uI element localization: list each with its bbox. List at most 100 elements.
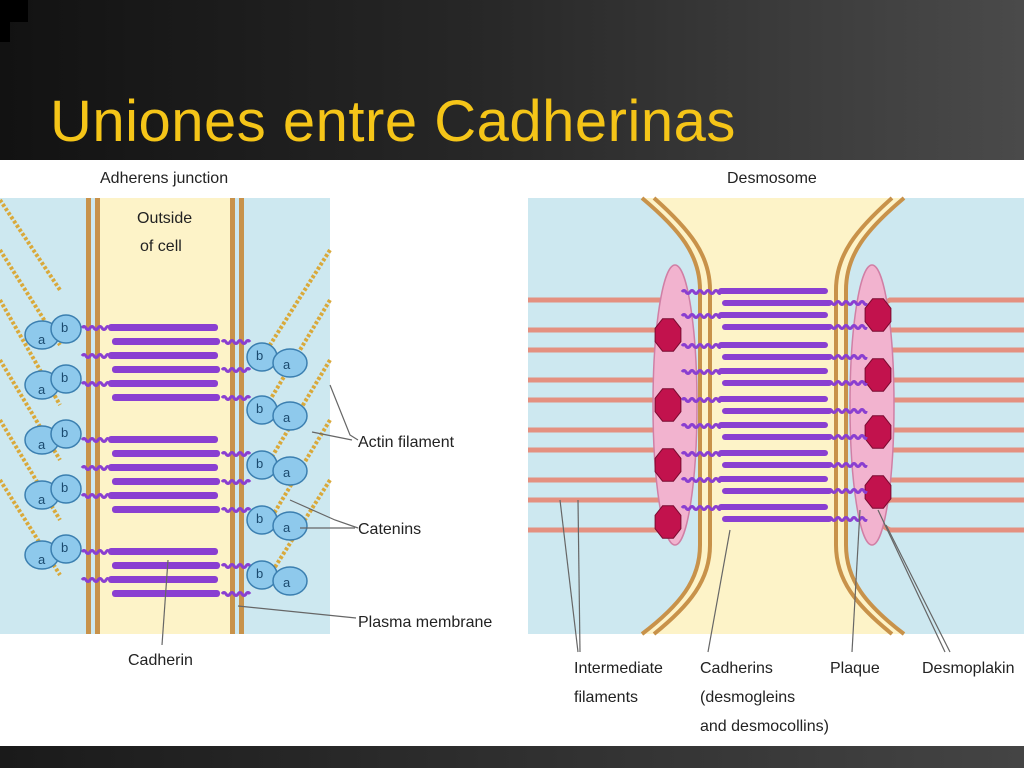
- desmosomal-cadherin-anchor: [826, 380, 868, 386]
- cadherin-anchor: [80, 325, 110, 331]
- cadherin-bar: [112, 338, 220, 345]
- catenin-b: [50, 534, 82, 564]
- catenin-b-letter: b: [256, 348, 263, 363]
- desmosomal-cadherin-anchor: [680, 477, 722, 483]
- left-plasma-membrane: [86, 198, 100, 634]
- desmosomal-cadherin-bar: [718, 368, 828, 374]
- desmoplakin-protein: [654, 388, 682, 422]
- desmosomal-cadherin-bar: [722, 516, 832, 522]
- catenin-a-letter: a: [283, 357, 291, 372]
- outside-label-2: of cell: [140, 238, 182, 255]
- cadherin-anchor: [220, 451, 252, 457]
- right-plaque: [849, 264, 895, 546]
- desmosomal-cadherin-anchor: [680, 289, 722, 295]
- catenin-b: [50, 364, 82, 394]
- cadherin-anchor: [80, 437, 110, 443]
- catenin-a-letter: a: [38, 437, 46, 452]
- cadherin-bar: [108, 324, 218, 331]
- desmosomal-cadherin-anchor: [680, 505, 722, 511]
- cadherin-anchor: [80, 465, 110, 471]
- cadherin-anchor: [220, 339, 252, 345]
- desmosome-membranes: [640, 196, 906, 636]
- actin-filament: [0, 248, 62, 347]
- catenin-a-letter: a: [38, 332, 46, 347]
- desmosomal-cadherin-bar: [722, 300, 832, 306]
- desmosome-leader-lines: [559, 499, 951, 653]
- cadherin-anchor: [80, 381, 110, 387]
- catenin-a: [272, 401, 308, 431]
- desmosomal-cadherin-bar: [718, 422, 828, 428]
- cadherin-anchor: [220, 591, 252, 597]
- cadherin-bar: [112, 478, 220, 485]
- desmoplakin-protein: [864, 298, 892, 332]
- cadherin-anchor: [220, 367, 252, 373]
- cadherin-anchor: [80, 549, 110, 555]
- slide-header: Uniones entre Cadherinas: [0, 0, 1024, 160]
- cadherin-bar: [108, 548, 218, 555]
- desmoplakin-protein: [654, 448, 682, 482]
- cadherins-label-1: Cadherins: [700, 660, 773, 677]
- desmosomal-cadherin-bar: [722, 434, 832, 440]
- desmosomal-cadherin-bar: [718, 288, 828, 294]
- catenin-b: [50, 419, 82, 449]
- desmosomal-cadherin-bar: [722, 408, 832, 414]
- intermediate-filaments-label-1: Intermediate: [574, 660, 663, 677]
- desmoplakin-protein: [654, 318, 682, 352]
- catenin-b-letter: b: [61, 320, 68, 335]
- corner-decoration: [0, 0, 28, 22]
- actin-filament: [268, 248, 332, 347]
- desmosomal-cadherin-anchor: [680, 451, 722, 457]
- desmosomal-cadherin-anchor: [680, 343, 722, 349]
- catenin-b-letter: b: [61, 480, 68, 495]
- desmosomal-cadherin-anchor: [826, 488, 868, 494]
- catenin-a-letter: a: [38, 552, 46, 567]
- actin-filament: [0, 198, 62, 292]
- adherens-leader-lines: [161, 384, 359, 646]
- catenin-a-letter: a: [283, 465, 291, 480]
- desmosomal-cadherin-bar: [718, 476, 828, 482]
- catenin-a-letter: a: [283, 520, 291, 535]
- plasma-membrane-label: Plasma membrane: [358, 614, 492, 631]
- desmosomal-cadherin-anchor: [826, 324, 868, 330]
- outside-label-1: Outside: [137, 210, 192, 227]
- desmosomal-cadherin-anchor: [826, 354, 868, 360]
- desmosome-intercellular-space: [642, 198, 904, 634]
- junction-illustration: Adherens junction Outside of cell ababab…: [0, 170, 1024, 735]
- desmosomal-cadherins: [680, 288, 868, 522]
- cadherin-anchor: [220, 395, 252, 401]
- catenin-a-letter: a: [283, 410, 291, 425]
- desmosomal-cadherin-anchor: [680, 369, 722, 375]
- desmoplakin-group: [654, 298, 892, 539]
- desmosomal-cadherin-bar: [722, 354, 832, 360]
- catenin-b-letter: b: [256, 511, 263, 526]
- catenin-a-letter: a: [283, 575, 291, 590]
- actin-filament: [268, 298, 332, 402]
- desmoplakin-protein: [864, 475, 892, 509]
- desmosomal-cadherin-bar: [718, 450, 828, 456]
- plaque-label: Plaque: [830, 660, 880, 677]
- catenin-b-letter: b: [61, 370, 68, 385]
- cadherin-bar: [112, 394, 220, 401]
- catenin-b-letter: b: [256, 401, 263, 416]
- cadherin-anchor: [80, 493, 110, 499]
- catenin-a-letter: a: [38, 492, 46, 507]
- catenin-a: [272, 456, 308, 486]
- desmoplakin-label: Desmoplakin: [922, 660, 1014, 677]
- catenin-a: [272, 511, 308, 541]
- cadherin-bar: [112, 366, 220, 373]
- desmosomal-cadherin-anchor: [826, 462, 868, 468]
- desmosome-diagram: Desmosome Intermediate filaments Cadheri…: [528, 170, 1024, 735]
- catenin-b-letter: b: [61, 540, 68, 555]
- desmosomal-cadherin-bar: [722, 462, 832, 468]
- cadherin-bar: [108, 352, 218, 359]
- desmosomal-cadherin-bar: [718, 312, 828, 318]
- cadherin-anchor: [220, 479, 252, 485]
- actin-filament: [268, 358, 332, 462]
- cadherins-label-2: (desmogleins: [700, 689, 795, 706]
- actin-filament: [268, 418, 332, 522]
- cadherin-bar: [108, 576, 218, 583]
- cadherin-bar: [108, 436, 218, 443]
- desmosomal-cadherin-bar: [718, 342, 828, 348]
- desmosomal-cadherin-anchor: [680, 313, 722, 319]
